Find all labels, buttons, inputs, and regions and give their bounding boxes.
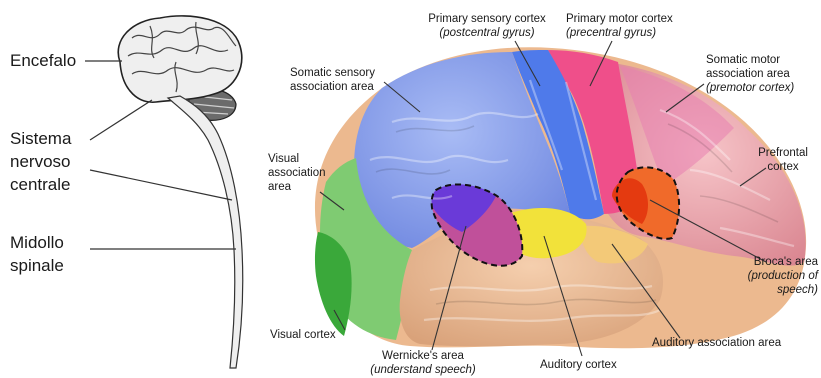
prefrontal-name-1: Prefrontal — [750, 146, 816, 160]
brain-small — [118, 16, 241, 102]
label-visual-cortex: Visual cortex — [270, 328, 336, 342]
label-primary-motor: Primary motor cortex (precentral gyrus) — [566, 12, 673, 40]
label-primary-sensory: Primary sensory cortex (postcentral gyru… — [420, 12, 554, 40]
visual-assoc-name-3: area — [268, 180, 326, 194]
visual-assoc-name-1: Visual — [268, 152, 326, 166]
somatic-motor-name-2: association area — [706, 67, 794, 81]
brocas-sub-1: (production of — [720, 269, 818, 283]
label-midollo-line1: Midollo — [10, 232, 64, 254]
label-somatic-motor-assoc: Somatic motor association area (premotor… — [706, 53, 794, 95]
label-sistema-line2: nervoso — [10, 151, 70, 173]
label-sistema-line1: Sistema — [10, 128, 71, 150]
label-encefalo: Encefalo — [10, 50, 76, 72]
somatic-sensory-name-2: association area — [290, 80, 375, 94]
label-visual-assoc: Visual association area — [268, 152, 326, 194]
primary-motor-name: Primary motor cortex — [566, 12, 673, 26]
label-brocas: Broca's area (production of speech) — [720, 255, 818, 297]
label-auditory-assoc: Auditory association area — [652, 336, 781, 350]
label-prefrontal: Prefrontal cortex — [750, 146, 816, 174]
visual-assoc-name-2: association — [268, 166, 326, 180]
prefrontal-name-2: cortex — [750, 160, 816, 174]
brainstem — [168, 96, 243, 368]
primary-sensory-name: Primary sensory cortex — [420, 12, 554, 26]
somatic-motor-name-1: Somatic motor — [706, 53, 794, 67]
somatic-sensory-name-1: Somatic sensory — [290, 66, 375, 80]
label-midollo-line2: spinale — [10, 255, 64, 277]
wernickes-sub: (understand speech) — [356, 363, 490, 377]
primary-motor-sub: (precentral gyrus) — [566, 26, 673, 40]
primary-sensory-sub: (postcentral gyrus) — [420, 26, 554, 40]
label-wernickes: Wernicke's area (understand speech) — [356, 349, 490, 377]
label-auditory-cortex: Auditory cortex — [540, 358, 617, 372]
somatic-motor-sub: (premotor cortex) — [706, 81, 794, 95]
label-sistema-line3: centrale — [10, 174, 70, 196]
cns-drawing — [118, 16, 243, 368]
brocas-name: Broca's area — [720, 255, 818, 269]
label-somatic-sensory-assoc: Somatic sensory association area — [290, 66, 375, 94]
brocas-sub-2: speech) — [720, 283, 818, 297]
wernickes-name: Wernicke's area — [356, 349, 490, 363]
